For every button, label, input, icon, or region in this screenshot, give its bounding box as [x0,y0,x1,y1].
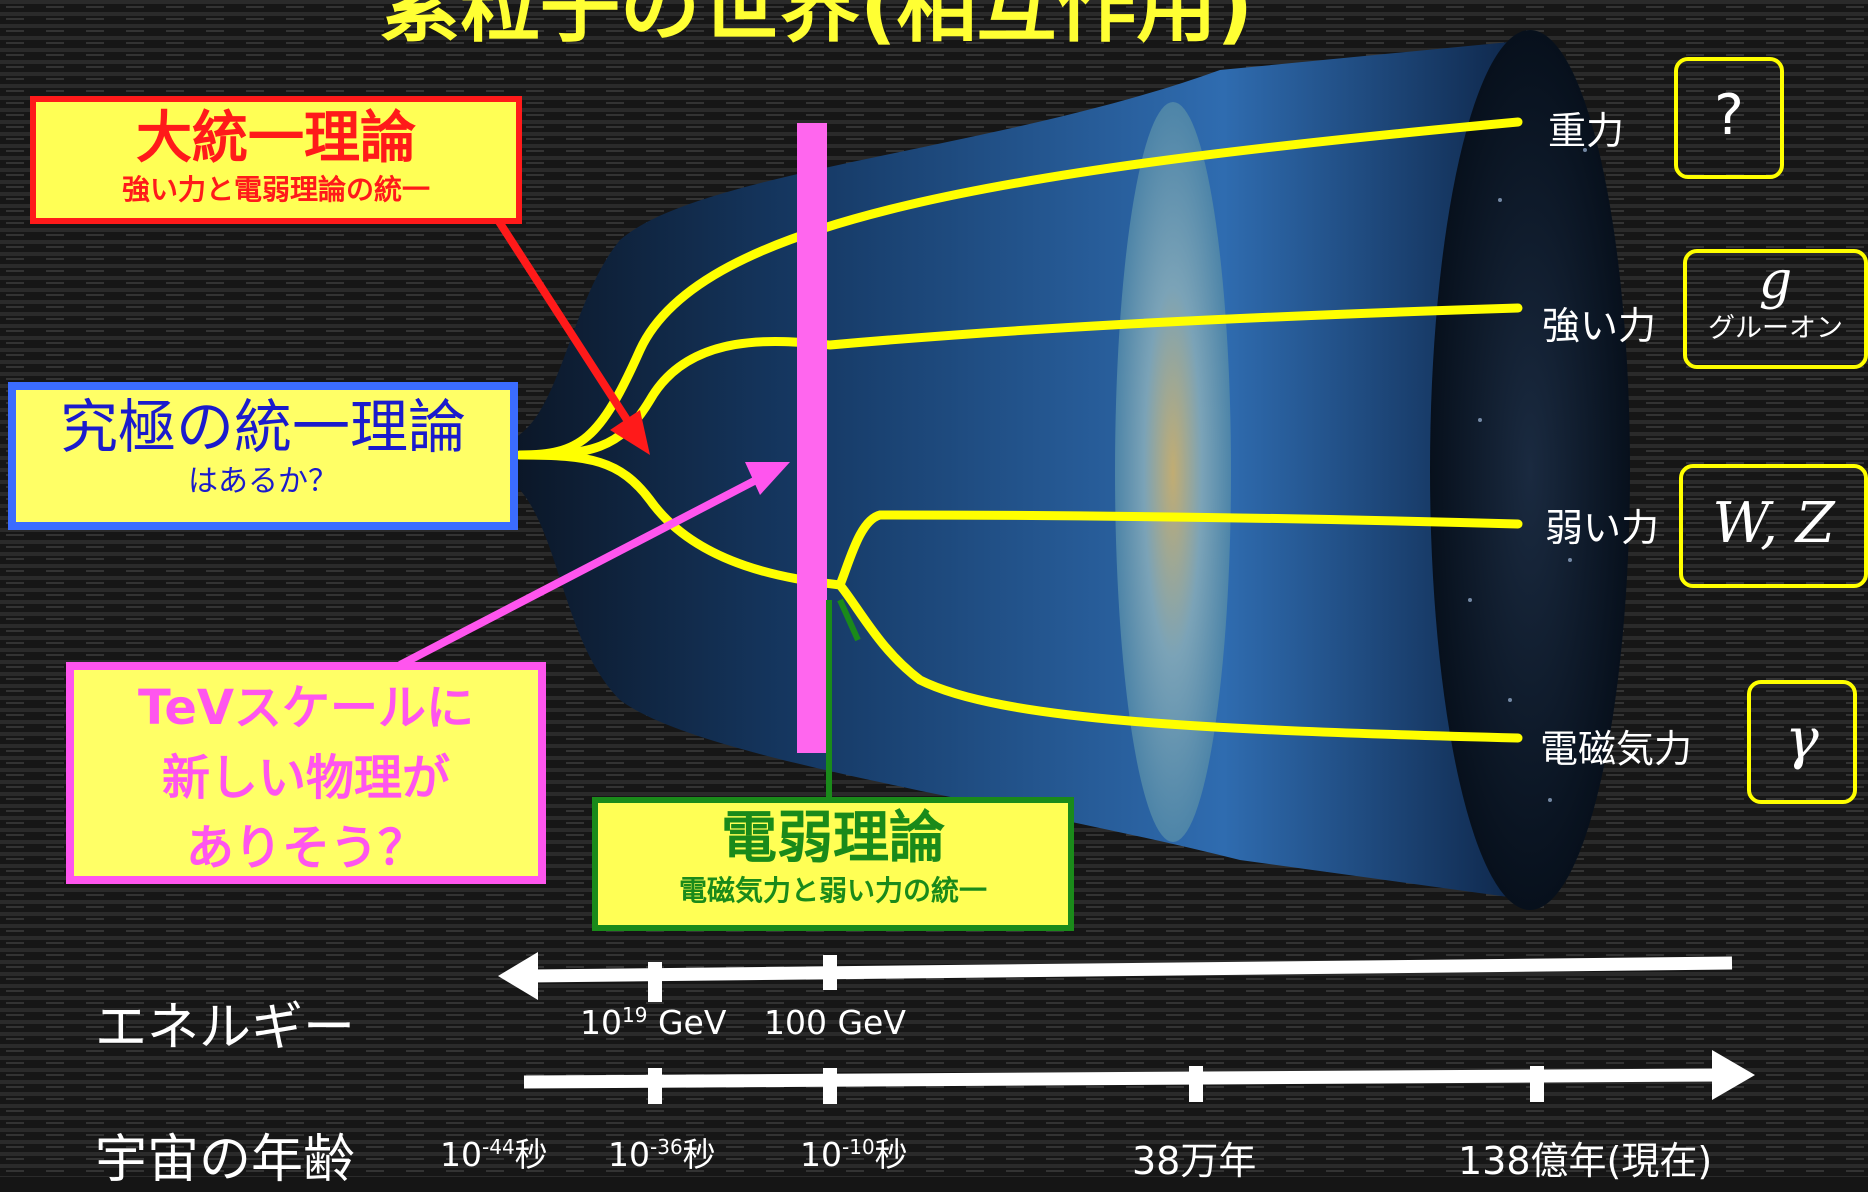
tev-line-1: TeVスケールに [137,680,475,736]
present-universe-disk [1430,30,1630,910]
gut-arrow [481,197,644,443]
page-title: 素粒子の世界(相互作用) [380,0,1254,53]
energy-axis-label: エネルギー [95,998,356,1058]
particle-box-weak: W, Z [1679,464,1868,588]
energy-axis-arrowhead [498,952,538,1000]
particle-gravity: ? [1714,83,1744,148]
gut-subtitle: 強い力と電弱理論の統一 [121,173,430,206]
particle-wz: W, Z [1712,491,1835,556]
energy-axis-line [529,956,1733,983]
tev-scale-box: TeVスケールに 新しい物理が ありそう？ [66,662,546,884]
force-label-strong: 強い力 [1542,304,1657,348]
electroweak-scale-bar [797,123,827,753]
particle-box-gravity: ? [1674,57,1784,179]
age-axis-line [523,1068,1721,1089]
age-tick-ew: 10-10秒 [800,1135,908,1174]
ultimate-subtitle: はあるか？ [188,464,338,499]
age-tick-planck: 10-44秒 [440,1135,548,1174]
particle-box-em: γ [1747,680,1857,804]
particle-gluon-symbol: g [1758,251,1793,311]
particle-box-strong: g グルーオン [1683,249,1868,369]
electroweak-title: 電弱理論 [721,806,945,871]
tev-line-2: 新しい物理が [161,750,450,806]
age-axis-arrowhead [1712,1050,1755,1100]
force-label-em: 電磁気力 [1540,727,1693,771]
energy-tick-gut: 1019 GeV [580,1003,727,1042]
tev-arrow [398,474,762,669]
particle-gluon-name: グルーオン [1708,313,1843,344]
cmb-ellipse [1115,102,1231,842]
force-label-weak: 弱い力 [1545,506,1660,550]
gut-title: 大統一理論 [136,106,416,171]
gravity-line [515,117,1523,460]
age-axis-label: 宇宙の年齢 [95,1130,356,1190]
age-tick-now: 138億年(現在) [1458,1139,1713,1183]
em-line [835,580,1523,743]
force-label-gravity: 重力 [1548,109,1625,153]
ultimate-theory-box: 究極の統一理論 はあるか？ [8,382,518,530]
ultimate-title: 究極の統一理論 [59,393,466,461]
weak-line [515,450,1523,590]
age-tick-cmb: 38万年 [1132,1139,1257,1183]
electroweak-subtitle: 電磁気力と弱い力の統一 [678,874,987,907]
tev-line-3: ありそう？ [185,820,426,876]
electroweak-box: 電弱理論 電磁気力と弱い力の統一 [592,797,1074,931]
age-tick-gut: 10-36秒 [608,1135,716,1174]
gut-box: 大統一理論 強い力と電弱理論の統一 [30,96,522,224]
energy-tick-ew: 100 GeV [764,1003,906,1042]
particle-photon: γ [1785,707,1819,772]
universe-funnel [510,40,1530,900]
